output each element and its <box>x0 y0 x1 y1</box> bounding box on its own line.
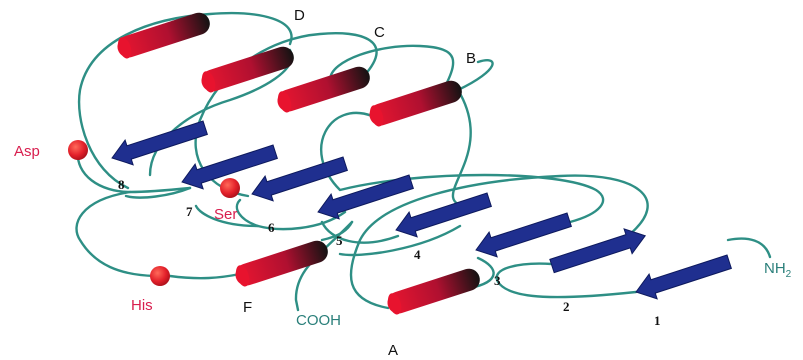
strand-2 <box>548 223 649 278</box>
helix-D <box>115 10 213 61</box>
c-terminus-label: COOH <box>296 312 341 329</box>
loops <box>77 13 770 310</box>
helix-label-D: D <box>294 7 305 24</box>
strand-3 <box>472 207 573 262</box>
n-terminus-subscript: 2 <box>786 269 792 280</box>
helix-F <box>233 238 331 289</box>
residue-his-ball <box>150 266 170 286</box>
n-terminus-label: NH2 <box>764 260 792 280</box>
strand-number-5: 5 <box>336 233 343 248</box>
loop-his <box>77 192 155 276</box>
helix-C <box>199 44 297 95</box>
helix-label-C: C <box>374 24 385 41</box>
helix-label-A: A <box>388 342 398 359</box>
strand-number-3: 3 <box>494 273 501 288</box>
strand-1 <box>632 249 733 304</box>
strand-8 <box>108 115 209 170</box>
strand-number-1: 1 <box>654 313 661 328</box>
helix-B <box>367 78 465 129</box>
residue-asp-ball <box>68 140 88 160</box>
helix-C2 <box>275 64 373 115</box>
strand-number-2: 2 <box>563 299 570 314</box>
residue-ser-ball <box>220 178 240 198</box>
strand-number-6: 6 <box>268 220 275 235</box>
strands <box>108 115 733 304</box>
loop-nterm <box>728 239 770 257</box>
helices <box>115 10 483 317</box>
loop-B-4b <box>453 90 471 208</box>
strand-number-4: 4 <box>414 247 421 262</box>
helix-label-F: F <box>243 299 252 316</box>
n-terminus-text: NH <box>764 260 786 277</box>
strand-number-7: 7 <box>186 204 193 219</box>
residue-label-ser: Ser <box>214 206 237 223</box>
helix-A <box>385 266 483 317</box>
helix-label-B: B <box>466 50 476 67</box>
strand-number-8: 8 <box>118 177 125 192</box>
residue-label-asp: Asp <box>14 143 40 160</box>
residue-label-his: His <box>131 297 153 314</box>
loop-his-F <box>170 274 240 278</box>
